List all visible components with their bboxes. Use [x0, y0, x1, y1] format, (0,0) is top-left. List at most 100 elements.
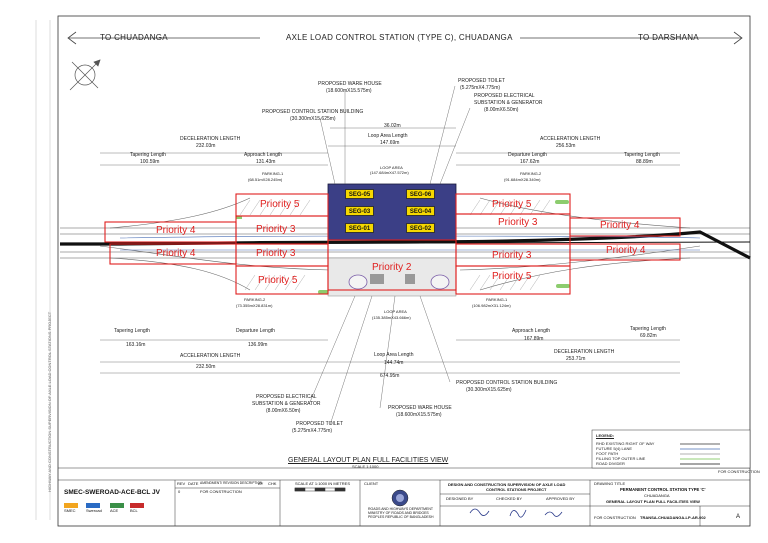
plan-header-title: AXLE LOAD CONTROL STATION (TYPE C), CHUA…: [286, 33, 513, 42]
rev-row-cell: 0: [178, 489, 181, 494]
leader-lines: [309, 85, 471, 426]
priority-5-top-left: Priority 5: [260, 199, 300, 210]
priority-2-center: Priority 2: [372, 262, 412, 273]
left-direction-label: TO CHUADANGA: [100, 33, 168, 42]
priority-5-bottom-left: Priority 5: [258, 275, 298, 286]
prop-elec-bottom-2: SUBSTATION & GENERATOR: [252, 401, 321, 407]
parking1-top: PARKING-1: [262, 171, 284, 176]
accel-bottom: ACCELERATION LENGTH: [180, 353, 241, 359]
approach-bottom: Approach Length: [512, 328, 551, 334]
legend-status: FOR CONSTRUCTION: [718, 469, 760, 474]
partner-logo: ACE: [110, 508, 119, 513]
segment-02[interactable]: SEG-02: [406, 223, 435, 233]
decel-bottom: DECELERATION LENGTH: [554, 349, 615, 355]
prop-elec-top: PROPOSED ELECTRICAL: [474, 93, 535, 99]
prop-ware-house-top: PROPOSED WARE HOUSE: [318, 81, 382, 87]
segment-06[interactable]: SEG-06: [406, 189, 435, 199]
decel-top: DECELERATION LENGTH: [180, 136, 241, 142]
legend-swatches: [680, 443, 720, 465]
accel-bottom-val: 232.50m: [196, 364, 216, 370]
segment-01[interactable]: SEG-01: [345, 223, 374, 233]
parking-bottom-left: [244, 274, 306, 291]
taper-top-right-val: 88.89m: [636, 159, 653, 165]
parking1-bottom: PARKING-1: [486, 297, 508, 302]
scale-bar-label: SCALE AT 1:1000 IN METRES: [295, 481, 350, 486]
drawing-number: TRANSA-CHUADANGA-LP-AR-002: [640, 515, 706, 520]
status: FOR CONSTRUCTION: [594, 515, 636, 520]
segment-05[interactable]: SEG-05: [345, 189, 374, 199]
legend-item: FOOT PATH: [596, 451, 619, 456]
partner-logo: SMEC: [64, 508, 76, 513]
departure-top-val: 167.62m: [520, 159, 540, 165]
prop-ware-house-bottom: PROPOSED WARE HOUSE: [388, 405, 452, 411]
priority-5-bottom-right: Priority 5: [492, 271, 532, 282]
prop-ctrl-bottom: PROPOSED CONTROL STATION BUILDING: [456, 380, 558, 386]
taper-bottom-right-val: 69.82m: [640, 333, 657, 339]
parking-top-left: [239, 199, 311, 216]
sig-col: APPROVED BY: [546, 496, 575, 501]
departure-top: Departure Length: [508, 152, 547, 158]
drawing-title-3: GENERAL LAYOUT PLAN FULL FACILITIES VIEW: [606, 499, 700, 504]
prop-ctrl-top-size: (30.300mX15.625m): [290, 116, 336, 122]
taper-bottom-left-val: 163.16m: [126, 342, 146, 348]
parking2-top-val: (91.684mX28.340m): [504, 177, 541, 182]
approach-top: Approach Length: [244, 152, 283, 158]
legend-item: FUTURE 5(4) LANE: [596, 446, 633, 451]
priority-4-bottom-left: Priority 4: [156, 248, 196, 259]
loop-bottom: Loop Area Length: [374, 352, 414, 358]
taper-top-right: Tapering Length: [624, 152, 660, 158]
legend-item: ROAD DIVIDER: [596, 461, 625, 466]
prop-ctrl-top: PROPOSED CONTROL STATION BUILDING: [262, 109, 364, 115]
loop-top-val: 147.69m: [380, 140, 400, 146]
revision: A: [736, 514, 741, 520]
client-line: ROADS AND HIGHWAYS DEPARTMENT: [368, 507, 434, 511]
accel-top: ACCELERATION LENGTH: [540, 136, 601, 142]
signature-1: [469, 508, 490, 516]
approach-bottom-val: 167.89m: [524, 336, 544, 342]
sheet-border: [57, 15, 751, 527]
signature-2: [509, 509, 527, 518]
rev-col-header: BY: [258, 481, 264, 486]
total-length: 674.95m: [380, 373, 400, 379]
company-name: SMEC-SWEROAD-ACE-BCL JV: [64, 489, 160, 496]
parking2-bottom: PARKING-2: [244, 297, 266, 302]
drawing-title-2: CHUADANGA: [644, 493, 670, 498]
departure-bottom: Departure Length: [236, 328, 275, 334]
parking1-top-val: (68.51mX28.245m): [248, 177, 283, 182]
prop-ware-house-top-size: (18.600mX15.575m): [326, 88, 372, 94]
drawing-title-label: DRAWING TITLE: [594, 481, 626, 486]
parking1-bottom-val: (106.982mX31.124m): [472, 303, 511, 308]
priority-3-bottom-right: Priority 3: [492, 250, 532, 261]
prop-toilet-top: PROPOSED TOILET: [458, 78, 506, 84]
taper-top-left-val: 100.59m: [140, 159, 160, 165]
loop-area-bottom-label: LOOP AREA: [384, 309, 407, 314]
drawing-title-1: PERMANENT CONTROL STATION TYPE 'C': [620, 487, 706, 492]
taper-bottom-right: Tapering Length: [630, 326, 666, 332]
project-line-1: DESIGN AND CONSTRUCTION SUPERVISION OF A…: [448, 482, 566, 487]
project-line-2: CONTROL STATIONS PROJECT: [486, 487, 547, 492]
prop-elec-bottom: PROPOSED ELECTRICAL: [256, 394, 317, 400]
sig-col: CHECKED BY: [496, 496, 523, 501]
right-direction-arrow-icon: [520, 31, 743, 45]
title-block-grid: [58, 479, 750, 526]
plan-scale: SCALE 1:1000: [352, 464, 379, 469]
segment-03[interactable]: SEG-03: [345, 206, 374, 216]
plan-title: GENERAL LAYOUT PLAN FULL FACILITIES VIEW: [288, 457, 449, 464]
taper-top-left: Tapering Length: [130, 152, 166, 158]
partner-logo: BCL: [130, 508, 138, 513]
prop-elec-top-2: SUBSTATION & GENERATOR: [474, 100, 543, 106]
prop-toilet-bottom: PROPOSED TOILET: [296, 421, 344, 427]
prop-ware-house-bottom-size: (18.600mX15.575m): [396, 412, 442, 418]
rev-row-cell: FOR CONSTRUCTION: [200, 489, 242, 494]
decel-top-val: 232.03m: [196, 143, 216, 149]
segment-04[interactable]: SEG-04: [406, 206, 435, 216]
prop-elec-bottom-size: (8.00mX6.50m): [266, 408, 301, 414]
rev-col-header: DATE: [188, 481, 199, 486]
prop-toilet-bottom-size: (5.275mX4.775m): [292, 428, 333, 434]
accel-top-val: 256.53m: [556, 143, 576, 149]
departure-bottom-val: 136.99m: [248, 342, 268, 348]
rev-col-header: REV: [177, 481, 186, 486]
decel-bottom-val: 253.71m: [566, 356, 586, 362]
legend-item: FILLING TOP OUTER LINE: [596, 456, 646, 461]
